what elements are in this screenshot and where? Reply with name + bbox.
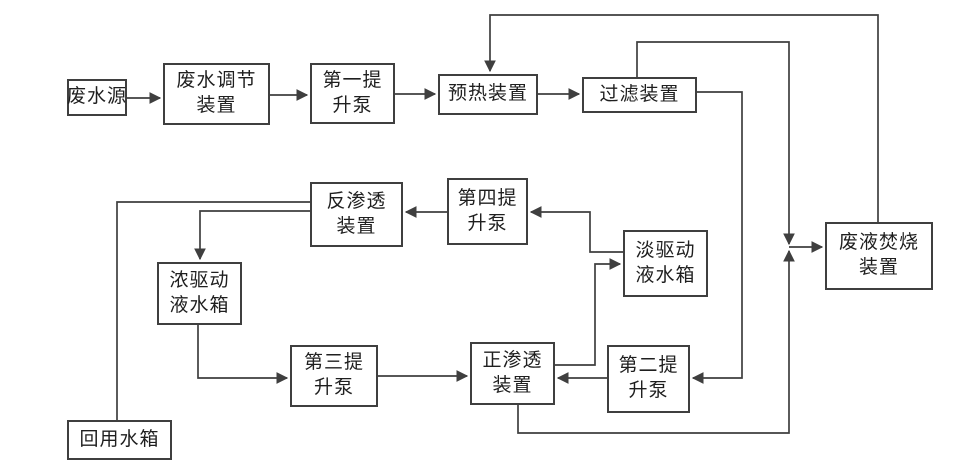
node-label: 回用水箱 (79, 428, 160, 450)
node-label: 第一提 (322, 69, 383, 91)
node-label: 升泵 (628, 380, 669, 401)
flow-concentrated-draw-solution-tank--to--third-lift-pump (197, 325, 289, 384)
node-label: 废水源 (67, 86, 128, 108)
node-label: 升泵 (332, 94, 373, 116)
node-label: 装置 (196, 95, 237, 116)
node-label: 过滤装置 (599, 83, 680, 105)
node-dilute-draw-solution-tank: 淡驱动液水箱 (623, 230, 708, 297)
node-label: 浓驱动 (169, 269, 230, 291)
node-wastewater-source: 废水源 (67, 79, 127, 116)
node-label: 升泵 (313, 377, 354, 398)
node-preheat-device: 预热装置 (438, 74, 538, 115)
flow-dilute-draw-solution-tank--to--fourth-lift-pump (529, 206, 623, 253)
flow-filter-device--to--second-lift-pump (691, 91, 743, 384)
node-label: 淡驱动 (635, 239, 696, 261)
node-label: 液水箱 (169, 294, 230, 316)
node-third-lift-pump: 第三提升泵 (290, 345, 378, 407)
node-label: 废液焚烧 (838, 232, 919, 254)
node-label: 装置 (492, 374, 533, 396)
node-second-lift-pump: 第二提升泵 (607, 345, 690, 413)
node-label: 第四提 (457, 187, 518, 209)
node-reverse-osmosis-device: 反渗透装置 (310, 182, 403, 247)
node-label: 装置 (336, 215, 377, 237)
node-waste-liquid-incineration-device: 废液焚烧装置 (825, 222, 933, 290)
node-concentrated-draw-solution-tank: 浓驱动液水箱 (157, 262, 242, 325)
flow-waste-liquid-incineration-device--to--preheat-device (484, 14, 879, 222)
flow-forward-osmosis-device--to--dilute-draw-solution-tank (555, 258, 622, 366)
node-label: 废水调节 (176, 70, 257, 92)
node-fourth-lift-pump: 第四提升泵 (447, 178, 528, 245)
flow-filter-device--to--incineration-junction (636, 41, 795, 246)
node-label: 装置 (858, 257, 899, 278)
node-wastewater-adjust-device: 废水调节装置 (163, 63, 270, 125)
node-reuse-water-tank: 回用水箱 (67, 420, 172, 460)
node-forward-osmosis-device: 正渗透装置 (470, 342, 555, 405)
flow-forward-osmosis-device--to--incineration-junction (517, 249, 795, 434)
node-first-lift-pump: 第一提升泵 (310, 63, 395, 124)
node-label: 预热装置 (447, 83, 528, 105)
node-label: 液水箱 (635, 264, 696, 286)
node-label: 反渗透 (326, 190, 387, 212)
flow-reverse-osmosis-device--to--concentrated-draw-solution-tank (194, 210, 310, 261)
flow-reverse-osmosis-device--to--reuse-water-tank (116, 201, 310, 420)
node-label: 第三提 (303, 352, 364, 374)
node-label: 第二提 (618, 355, 679, 377)
node-filter-device: 过滤装置 (582, 77, 697, 113)
node-label: 升泵 (467, 212, 508, 234)
node-label: 正渗透 (482, 349, 543, 371)
